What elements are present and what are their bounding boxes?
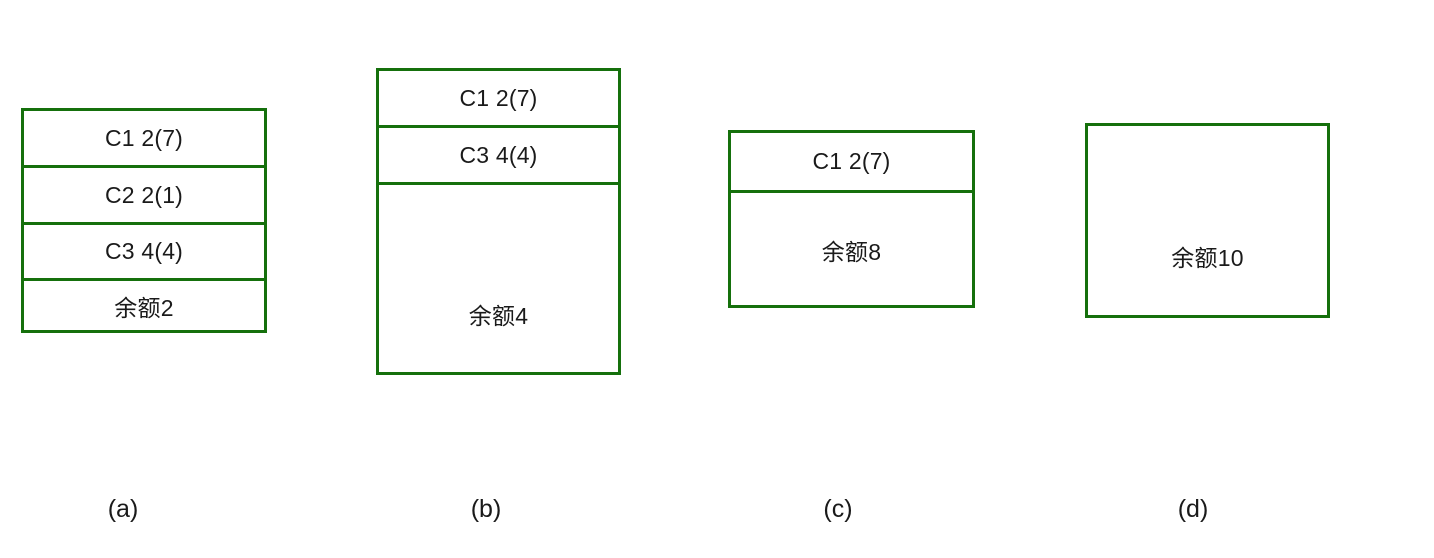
segment-label: 余额2 [114, 295, 174, 321]
segment-row: C3 4(4) [379, 128, 618, 185]
segment-label: C3 4(4) [459, 141, 538, 168]
segment-row: 余额10 [1088, 126, 1327, 321]
segment-label: C3 4(4) [104, 238, 184, 264]
panel-caption-b: (b) [470, 495, 502, 523]
memory-block-c: C1 2(7) 余额8 [728, 130, 975, 308]
panel-caption-d: (d) [1177, 495, 1209, 523]
segment-label: 余额4 [468, 303, 529, 329]
memory-block-a: C1 2(7) C2 2(1) C3 4(4) 余额2 [21, 108, 267, 333]
segment-label: C1 2(7) [104, 124, 184, 151]
segment-row: C1 2(7) [379, 71, 618, 128]
panel-caption-a: (a) [107, 495, 139, 523]
segment-row: C2 2(1) [24, 168, 264, 225]
segment-label: 余额10 [1171, 245, 1244, 271]
segment-row: C1 2(7) [24, 111, 264, 168]
panel-caption-c: (c) [823, 495, 853, 523]
segment-label: C2 2(1) [104, 181, 184, 208]
segment-row: 余额2 [24, 281, 264, 336]
memory-block-d: 余额10 [1085, 123, 1330, 318]
segment-label: 余额8 [821, 238, 882, 265]
segment-row: 余额4 [379, 185, 618, 378]
segment-label: C1 2(7) [459, 84, 538, 111]
memory-block-b: C1 2(7) C3 4(4) 余额4 [376, 68, 621, 375]
segment-row: C1 2(7) [731, 133, 972, 193]
segment-row: 余额8 [731, 193, 972, 311]
segment-row: C3 4(4) [24, 225, 264, 281]
segment-label: C1 2(7) [812, 148, 891, 174]
